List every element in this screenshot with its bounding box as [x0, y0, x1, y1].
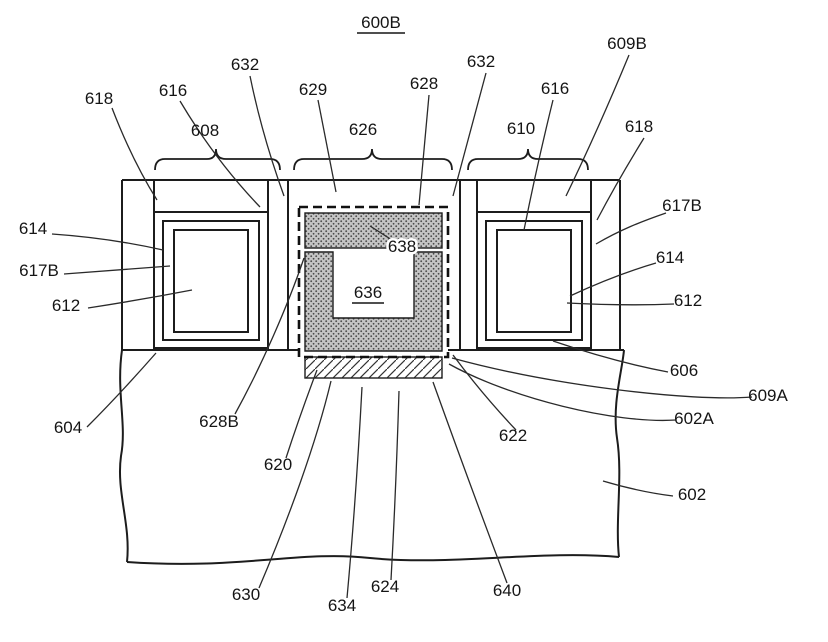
leader-628b [234, 257, 305, 415]
leader-612-right [566, 302, 675, 306]
right-gate-612 [496, 229, 572, 333]
leader-622 [452, 354, 517, 431]
label-629: 629 [299, 80, 327, 99]
label-614-left: 614 [19, 219, 47, 238]
leader-602 [602, 480, 674, 497]
label-636: 636 [354, 283, 382, 302]
label-602: 602 [678, 485, 706, 504]
label-638: 638 [388, 237, 416, 256]
leader-604 [86, 352, 157, 428]
leader-629 [317, 99, 337, 193]
right-liner-outer-618 [476, 211, 592, 349]
right-gate-stack-610 [476, 180, 592, 349]
substrate-bottom-edge [126, 554, 620, 565]
brace-610 [467, 148, 589, 171]
leader-624 [390, 390, 400, 581]
leader-614-left [51, 233, 164, 251]
leader-618-top-right [596, 137, 645, 221]
label-618-top-left: 618 [85, 89, 113, 108]
leader-lines [51, 54, 753, 599]
label-624: 624 [371, 577, 399, 596]
leader-609a [451, 357, 753, 399]
label-610: 610 [507, 119, 535, 138]
label-614-right: 614 [656, 248, 684, 267]
leader-634 [346, 386, 363, 599]
center-top-bar-638 [304, 212, 443, 249]
left-gate-612 [173, 229, 249, 333]
label-604: 604 [54, 418, 82, 437]
leader-620 [285, 369, 318, 459]
leader-602a [448, 363, 677, 422]
label-622: 622 [499, 426, 527, 445]
label-606: 606 [670, 361, 698, 380]
figure-title: 600B [361, 13, 401, 32]
leader-617b-right [595, 212, 667, 245]
leader-632-top-right [452, 72, 487, 197]
label-602a: 602A [674, 409, 714, 428]
leader-612-left [87, 289, 193, 309]
center-u-gate-636 [304, 251, 443, 352]
label-616-top-right: 616 [541, 79, 569, 98]
label-626: 626 [349, 120, 377, 139]
label-628b: 628B [199, 412, 239, 431]
leader-640 [432, 381, 508, 584]
substrate-left-edge [119, 349, 129, 563]
brace-608 [154, 148, 281, 171]
dimension-braces [154, 148, 589, 171]
leader-616-top-right [523, 99, 554, 231]
leader-609b [565, 54, 630, 197]
label-616-top-left: 616 [159, 81, 187, 100]
leader-628 [418, 94, 430, 206]
leader-616-top-left [179, 100, 261, 208]
label-640: 640 [493, 581, 521, 600]
left-liner-mid-614 [162, 220, 260, 341]
leader-632-top-left [249, 75, 285, 197]
label-632-top-left: 632 [231, 55, 259, 74]
label-617b-right: 617B [662, 196, 702, 215]
leader-606 [552, 340, 669, 373]
label-609b: 609B [607, 34, 647, 53]
center-dashed-boundary-628 [297, 205, 450, 359]
leader-630 [258, 380, 332, 589]
label-612-left: 612 [52, 296, 80, 315]
leader-618-top-left [111, 107, 158, 201]
left-liner-outer-618 [153, 211, 269, 349]
right-liner-mid-614 [485, 220, 583, 341]
label-628: 628 [410, 74, 438, 93]
leader-614-right [569, 262, 657, 297]
center-gate-region-626 [297, 205, 450, 379]
label-617b-left: 617B [19, 261, 59, 280]
device-top-structure [121, 179, 621, 350]
label-630: 630 [232, 585, 260, 604]
label-609a: 609A [748, 386, 788, 405]
reference-numerals: 600B 618 616 632 629 628 632 609B 616 61… [19, 13, 789, 615]
label-618-top-right: 618 [625, 117, 653, 136]
label-612-right: 612 [674, 291, 702, 310]
label-634: 634 [328, 596, 356, 615]
left-gate-stack-608 [153, 180, 269, 349]
leader-638 [369, 225, 393, 241]
label-608: 608 [191, 121, 219, 140]
center-hatched-region-624 [304, 356, 443, 379]
substrate-right-edge [614, 349, 625, 558]
brace-626 [293, 148, 453, 171]
leader-617b-left [63, 265, 171, 275]
label-632-top-right: 632 [467, 52, 495, 71]
substrate-602 [119, 349, 625, 565]
label-620: 620 [264, 455, 292, 474]
